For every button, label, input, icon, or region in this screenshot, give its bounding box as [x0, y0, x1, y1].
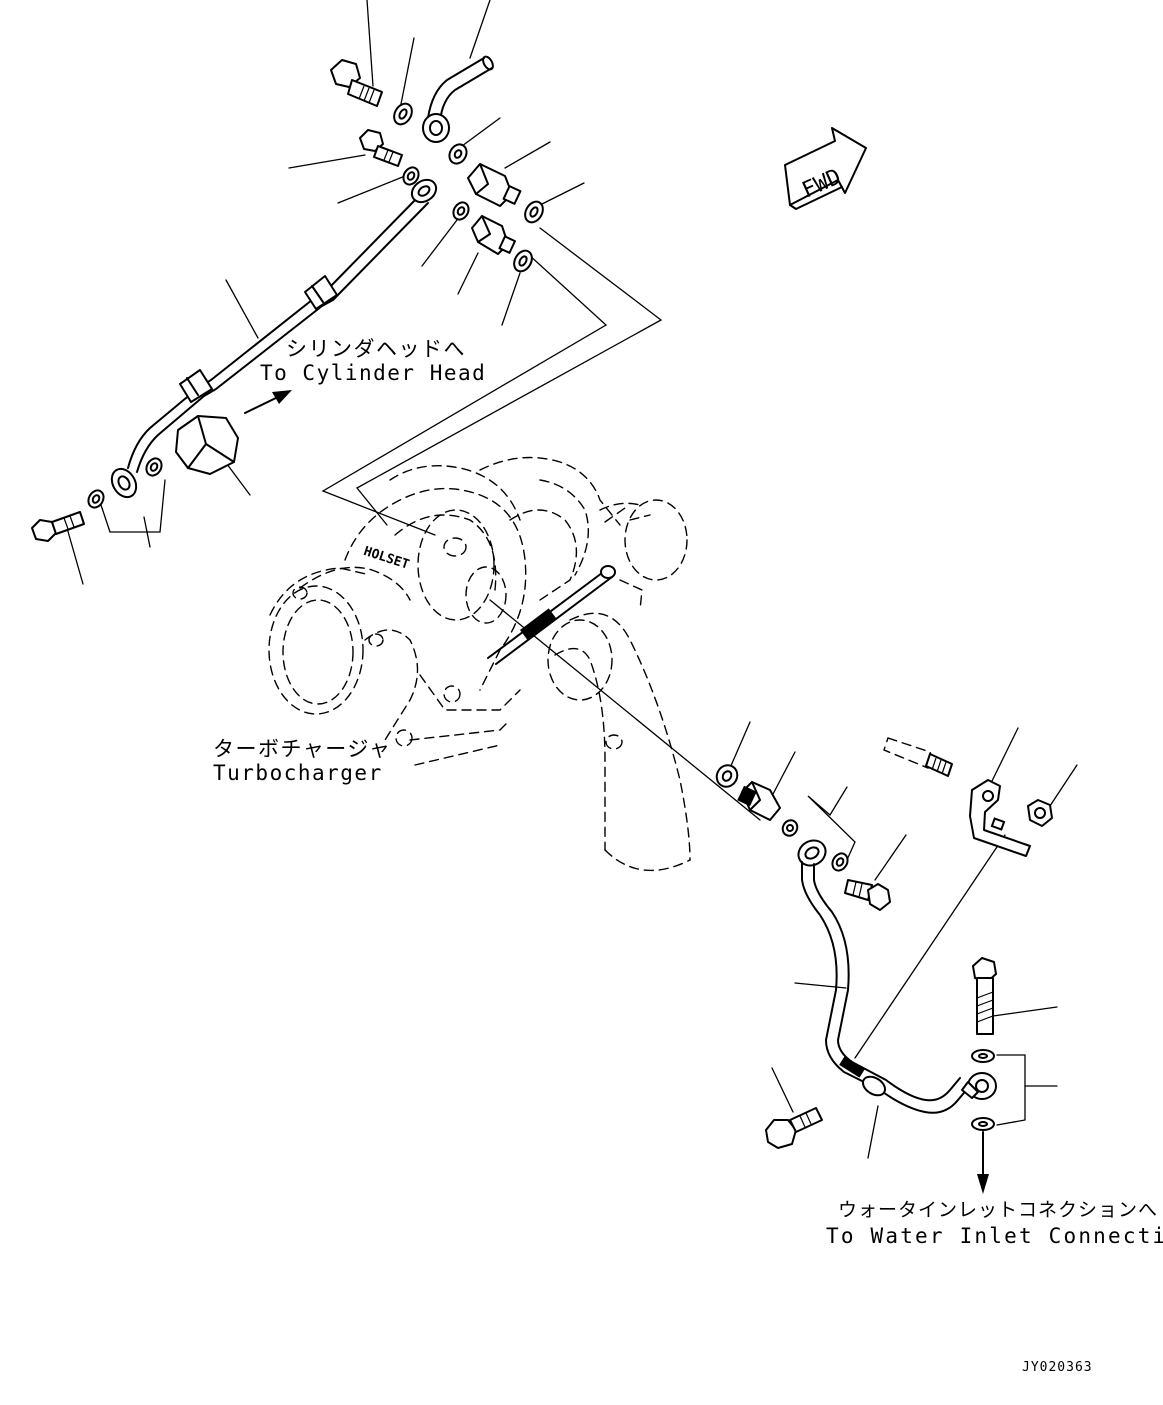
- drawing-code: JY020363: [1022, 1360, 1093, 1375]
- upper-oil-pipe: [110, 178, 438, 499]
- leader-lines-lower: [729, 721, 1078, 1159]
- upper-bolts: [31, 59, 403, 542]
- label-water-inlet-jp: ウォータインレットコネクションへ: [838, 1199, 1159, 1221]
- turbo-housing-lettering: HOLSET: [362, 544, 411, 573]
- label-cylinder-head-en: To Cylinder Head: [260, 361, 487, 385]
- label-turbocharger-en: Turbocharger: [213, 761, 383, 785]
- lower-adapters: [715, 764, 849, 872]
- upper-adapters: [175, 163, 522, 475]
- label-turbocharger-jp: ターボチャージャ: [213, 737, 392, 761]
- upper-return-tube: [422, 55, 494, 143]
- reference-frame-lines: [321, 227, 1006, 1059]
- arrow-icon-down: [977, 1131, 989, 1194]
- arrow-icon: [244, 390, 292, 414]
- label-water-inlet-en: To Water Inlet Connection: [826, 1224, 1163, 1248]
- lower-water-tube: [797, 839, 997, 1114]
- fwd-arrow-icon: FWD: [784, 127, 867, 210]
- lower-bolts: [765, 737, 1053, 1149]
- turbocharger-outline: HOLSET: [268, 456, 691, 872]
- label-cylinder-head-jp: シリンダヘッドへ: [286, 337, 466, 361]
- upper-washers: [87, 102, 544, 509]
